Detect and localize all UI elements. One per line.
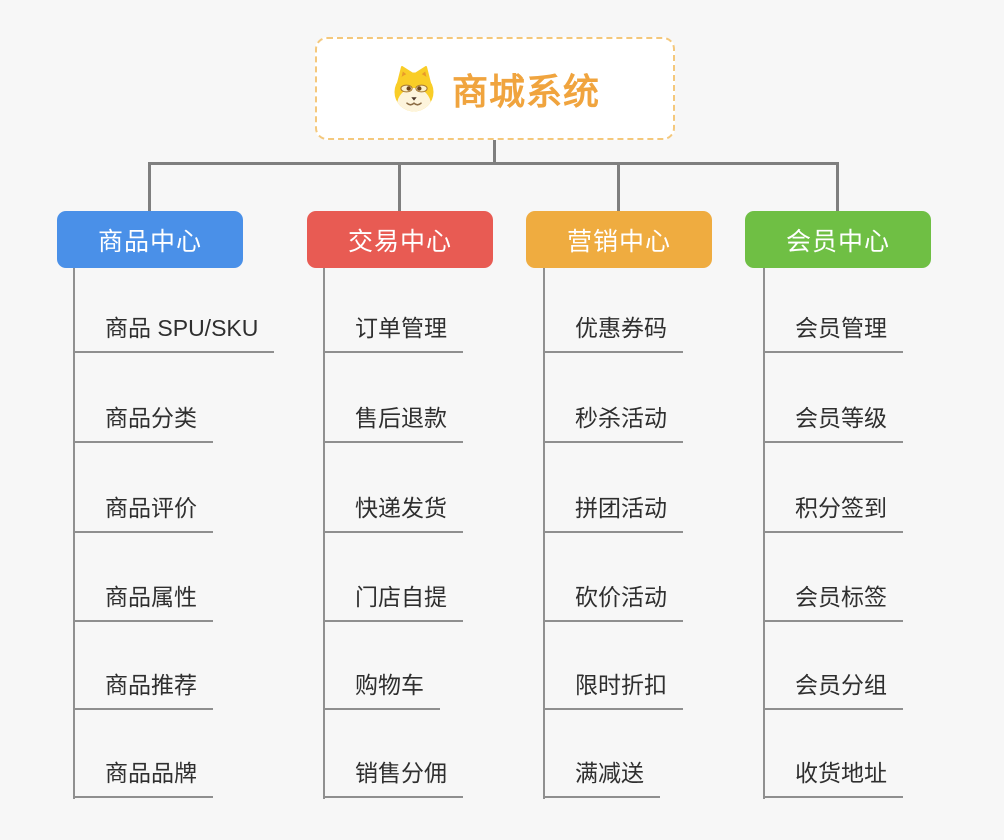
connector-drop-1 bbox=[148, 163, 151, 211]
branch-label: 交易中心 bbox=[347, 227, 452, 256]
branch-column-trade: 订单管理 售后退款 快递发货 门店自提 购物车 销售分佣 bbox=[323, 0, 563, 840]
shiba-dog-icon bbox=[394, 65, 434, 111]
mind-node-item[interactable]: 会员分组 bbox=[763, 670, 903, 710]
mind-node-item[interactable]: 会员标签 bbox=[763, 582, 903, 622]
mind-node-item[interactable]: 购物车 bbox=[323, 670, 440, 710]
mind-node-item[interactable]: 秒杀活动 bbox=[543, 403, 683, 443]
branch-column-marketing: 优惠券码 秒杀活动 拼团活动 砍价活动 限时折扣 满减送 bbox=[543, 0, 783, 840]
mind-node-item[interactable]: 会员等级 bbox=[763, 403, 903, 443]
mind-node-item[interactable]: 订单管理 bbox=[323, 313, 463, 353]
branch-label: 会员中心 bbox=[785, 227, 890, 256]
mind-node-item[interactable]: 限时折扣 bbox=[543, 670, 683, 710]
mind-node-item[interactable]: 快递发货 bbox=[323, 493, 463, 533]
mind-node-item[interactable]: 销售分佣 bbox=[323, 758, 463, 798]
mind-node-item[interactable]: 收货地址 bbox=[763, 758, 903, 798]
column-spine-trade bbox=[323, 268, 325, 799]
column-spine-products bbox=[73, 268, 75, 799]
connector-trunk bbox=[493, 139, 496, 163]
root-node-mall-system[interactable]: 商城系统 bbox=[315, 37, 675, 140]
mind-node-item[interactable]: 优惠券码 bbox=[543, 313, 683, 353]
mind-node-item[interactable]: 满减送 bbox=[543, 758, 660, 798]
branch-node-trade[interactable]: 交易中心 bbox=[307, 211, 493, 268]
mind-node-item[interactable]: 商品属性 bbox=[73, 582, 213, 622]
connector-drop-2 bbox=[398, 163, 401, 211]
branch-node-products[interactable]: 商品中心 bbox=[57, 211, 243, 268]
branch-label: 商品中心 bbox=[97, 227, 202, 256]
branch-label: 营销中心 bbox=[566, 227, 671, 256]
branch-node-members[interactable]: 会员中心 bbox=[745, 211, 931, 268]
column-spine-members bbox=[763, 268, 765, 799]
connector-drop-3 bbox=[617, 163, 620, 211]
mind-node-item[interactable]: 积分签到 bbox=[763, 493, 903, 533]
mind-node-item[interactable]: 砍价活动 bbox=[543, 582, 683, 622]
column-spine-marketing bbox=[543, 268, 545, 799]
mind-node-item[interactable]: 拼团活动 bbox=[543, 493, 683, 533]
branch-column-products: 商品 SPU/SKU 商品分类 商品评价 商品属性 商品推荐 商品品牌 bbox=[73, 0, 313, 840]
branch-column-members: 会员管理 会员等级 积分签到 会员标签 会员分组 收货地址 bbox=[763, 0, 1003, 840]
mind-node-item[interactable]: 商品推荐 bbox=[73, 670, 213, 710]
mind-node-item[interactable]: 商品 SPU/SKU bbox=[73, 313, 275, 353]
mind-node-item[interactable]: 会员管理 bbox=[763, 313, 903, 353]
branch-node-marketing[interactable]: 营销中心 bbox=[526, 211, 712, 268]
root-title: 商城系统 bbox=[451, 70, 600, 112]
mind-node-item[interactable]: 商品品牌 bbox=[73, 758, 213, 798]
mind-node-item[interactable]: 售后退款 bbox=[323, 403, 463, 443]
mind-node-item[interactable]: 商品评价 bbox=[73, 493, 213, 533]
mind-node-item[interactable]: 门店自提 bbox=[323, 582, 463, 622]
mind-node-item[interactable]: 商品分类 bbox=[73, 403, 213, 443]
connector-bus bbox=[148, 162, 839, 165]
connector-drop-4 bbox=[836, 163, 839, 211]
